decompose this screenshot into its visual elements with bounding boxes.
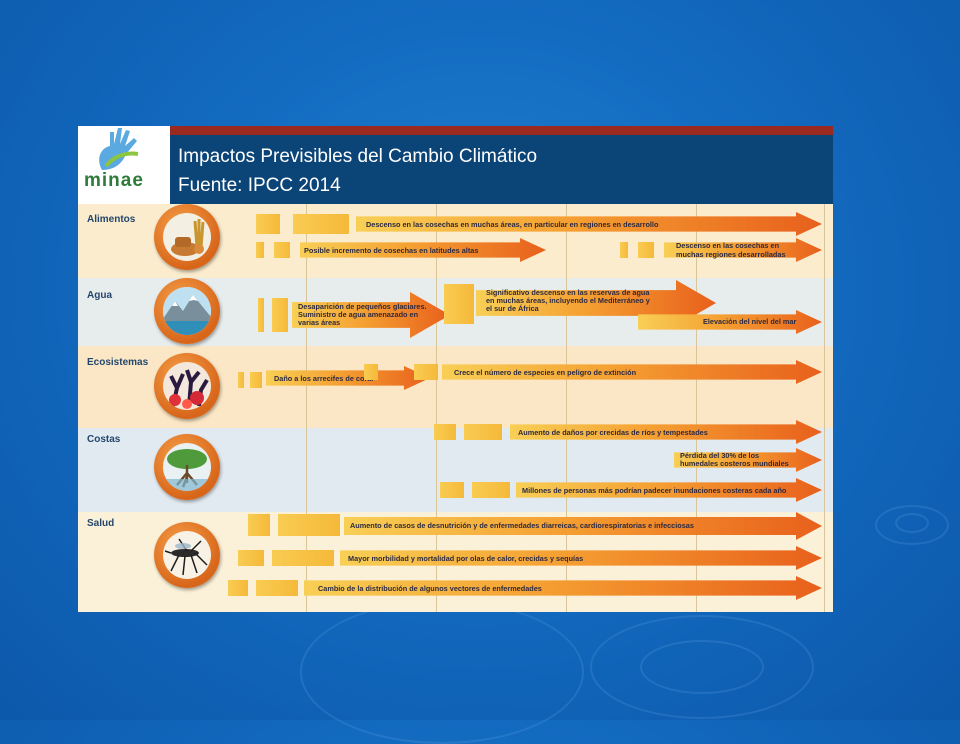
background-ripple — [590, 615, 814, 719]
impact-bar-segment — [256, 214, 280, 234]
mangrove-tree-icon — [154, 434, 220, 500]
impact-bar-segment — [256, 242, 264, 258]
timeline-gridline — [824, 204, 825, 612]
impact-bar-segment — [444, 284, 474, 324]
impact-label: Millones de personas más podrían padecer… — [522, 486, 787, 495]
impact-label: Aumento de casos de desnutrición y de en… — [350, 521, 694, 530]
impact-label: Cambio de la distribución de algunos vec… — [318, 584, 542, 593]
row-label-agua: Agua — [87, 290, 112, 301]
coral-reef-icon — [154, 353, 220, 419]
row-label-costas: Costas — [87, 434, 121, 445]
mountain-glacier-icon — [154, 278, 220, 344]
impact-label: Elevación del nivel del mar — [703, 317, 797, 326]
impact-bar-segment — [434, 424, 456, 440]
impact-label: Posible incremento de cosechas en latitu… — [304, 246, 479, 255]
timeline-gridline — [696, 204, 697, 612]
row-label-alimentos: Alimentos — [87, 214, 136, 225]
impact-bar-segment — [248, 514, 270, 536]
row-label-ecosistemas: Ecosistemas — [87, 357, 149, 368]
wheat-bread-icon — [154, 204, 220, 270]
impact-label: Descenso en las cosechas en muchas áreas… — [366, 220, 659, 229]
infographic: minae Impactos Previsibles del Cambio Cl… — [78, 126, 833, 612]
hand-logo-icon — [99, 128, 139, 170]
impact-bar-segment — [272, 550, 334, 566]
background-ripple — [300, 600, 584, 744]
impact-bar-segment — [238, 372, 244, 388]
impact-bar-segment — [414, 364, 438, 380]
impact-label: Descenso en las cosechas en — [676, 241, 780, 250]
timeline-gridline — [566, 204, 567, 612]
mosquito-icon — [154, 522, 220, 588]
timeline-gridline — [306, 204, 307, 612]
logo-text: minae — [84, 170, 144, 191]
impact-bar-segment — [464, 424, 502, 440]
impact-label: Crece el número de especies en peligro d… — [454, 368, 637, 377]
impact-label: Pérdida del 30% de los — [680, 451, 760, 460]
impact-bar-segment — [620, 242, 628, 258]
logo: minae — [78, 126, 170, 204]
slide-title: Impactos Previsibles del Cambio Climátic… — [178, 146, 538, 167]
row-label-salud: Salud — [87, 518, 115, 529]
impact-bar-segment — [278, 514, 340, 536]
impact-label: humedales costeros mundiales — [680, 459, 789, 468]
background-ripple — [640, 640, 764, 694]
impact-label: Significativo descenso en las reservas d… — [486, 288, 650, 297]
impact-bar-segment — [258, 298, 264, 332]
impact-bar-segment — [472, 482, 510, 498]
impact-label: Desaparición de pequeños glaciares. — [298, 302, 427, 311]
impact-bar-segment — [256, 580, 298, 596]
impact-label: Suministro de agua amenazado en — [298, 310, 419, 319]
impact-label: varias áreas — [298, 318, 341, 327]
background-ripple — [895, 513, 929, 533]
slide-source: Fuente: IPCC 2014 — [178, 175, 341, 196]
impact-label: Aumento de daños por crecidas de ríos y … — [518, 428, 708, 437]
impact-label: muchas regiones desarrolladas — [676, 250, 786, 259]
impact-label: Mayor morbilidad y mortalidad por olas d… — [348, 554, 584, 563]
impact-bar-segment — [228, 580, 248, 596]
background-ripple — [875, 505, 949, 545]
impact-bar-segment — [293, 214, 349, 234]
impact-bar-segment — [440, 482, 464, 498]
impact-label: el sur de África — [486, 304, 539, 313]
title-accent-strip — [170, 126, 833, 135]
impact-bar-segment — [238, 550, 264, 566]
impact-bar-segment — [250, 372, 262, 388]
timeline-gridline — [436, 204, 437, 612]
impact-bar-segment — [274, 242, 290, 258]
impact-bar-segment — [638, 242, 654, 258]
title-bar: Impactos Previsibles del Cambio Climátic… — [170, 126, 833, 204]
impact-bar-segment — [272, 298, 288, 332]
impact-label: Daño a los arrecifes de coral — [274, 374, 374, 383]
impact-label: en muchas áreas, incluyendo el Mediterrá… — [486, 296, 650, 305]
impact-bar-segment — [364, 364, 378, 380]
